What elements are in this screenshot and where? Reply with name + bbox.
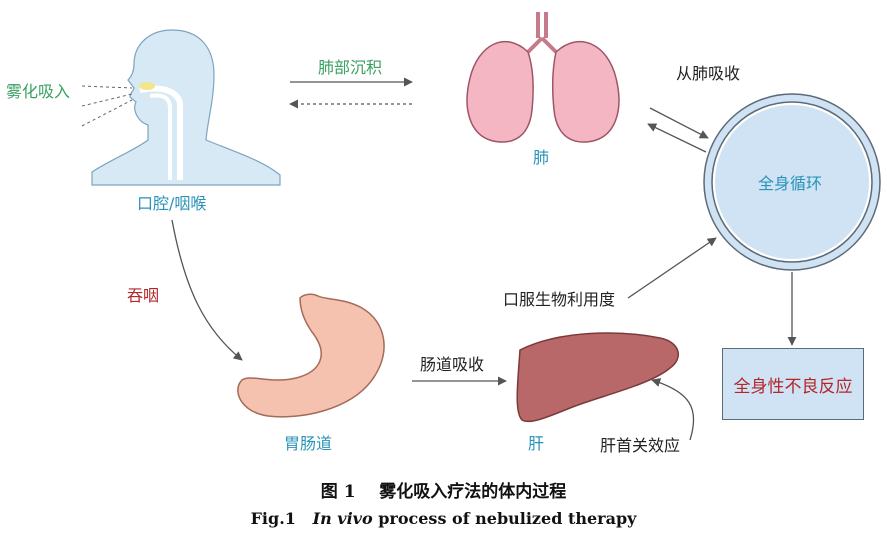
lungs-illustration — [466, 12, 620, 143]
label-lung-deposition: 肺部沉积 — [318, 58, 383, 77]
caption-en: Fig.1 In vivo process of nebulized thera… — [0, 509, 887, 528]
node-mouth-throat: 口腔/咽喉 — [137, 194, 207, 213]
label-first-pass: 肝首关效应 — [600, 436, 681, 455]
arrow-lung-to-circulation — [649, 107, 709, 139]
label-swallow: 吞咽 — [127, 286, 160, 305]
caption-cn-title: 雾化吸入疗法的体内过程 — [379, 482, 567, 502]
label-lung-absorption: 从肺吸收 — [676, 64, 741, 83]
label-intestinal-absorption: 肠道吸收 — [420, 355, 485, 374]
label-oral-bioavailability: 口服生物利用度 — [503, 290, 616, 309]
arrow-swallow — [171, 219, 243, 361]
label-nebulized-inhalation: 雾化吸入 — [6, 82, 71, 101]
arrow-circulation-to-lung — [647, 123, 707, 153]
caption-cn-fig: 图 1 — [320, 482, 356, 502]
head-profile-illustration — [81, 29, 281, 186]
arrow-oral-bioavailability — [627, 237, 717, 299]
caption-en-rest: process of nebulized therapy — [378, 509, 637, 528]
adverse-reaction-box: 全身性不良反应 — [722, 348, 864, 420]
node-liver: 肝 — [528, 434, 545, 453]
caption-cn: 图 1 雾化吸入疗法的体内过程 — [0, 477, 887, 502]
liver-illustration — [516, 332, 680, 423]
caption-en-fig: Fig.1 — [250, 509, 296, 528]
node-circulation: 全身循环 — [758, 174, 823, 193]
caption-en-italic: In vivo — [312, 509, 373, 528]
node-lung: 肺 — [533, 148, 550, 167]
node-stomach: 胃肠道 — [284, 434, 333, 453]
node-adverse-reaction: 全身性不良反应 — [733, 376, 853, 397]
arrow-first-pass — [651, 378, 695, 441]
circulation-circle — [703, 93, 881, 271]
stomach-illustration — [237, 293, 385, 418]
